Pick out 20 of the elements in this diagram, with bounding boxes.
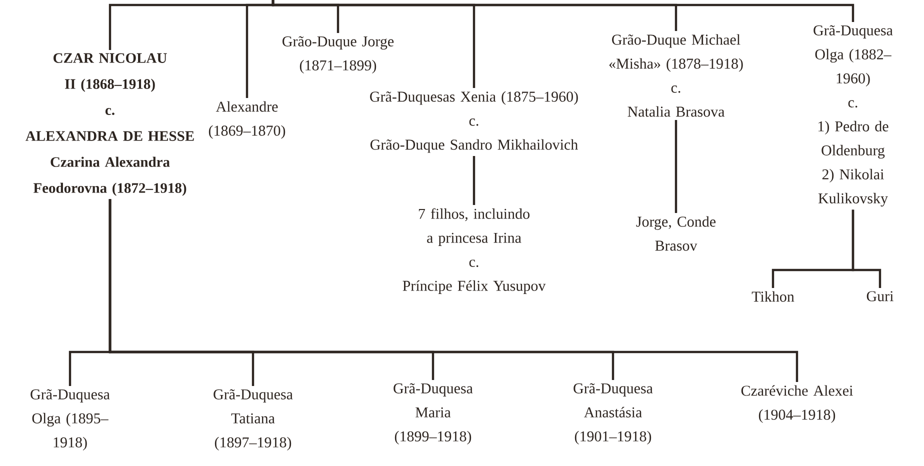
person-label: Grão-Duque Michael «Misha» (1878–1918) c. Natalia Brasova [609, 34, 743, 117]
connector-line [272, 0, 854, 22]
person-label: Grã-Duquesa Tatiana (1897–1918) [214, 389, 293, 450]
connector-line [108, 199, 798, 382]
person-label: Alexandre (1869–1870) [208, 101, 286, 139]
connector-line [852, 210, 882, 288]
person-label: Czaréviche Alexei (1904–1918) [741, 385, 853, 423]
connector-line [472, 156, 476, 205]
person-label: Jorge, Conde Brasov [636, 216, 716, 251]
person-label: Grã-Duquesa Olga (1895–1918) [30, 389, 110, 450]
person-label: Grã-Duquesa Maria (1899–1918) [394, 383, 473, 444]
person-label: Grã-Duquesa Anastásia (1901–1918) [574, 383, 653, 444]
person-label: 7 filhos, incluindo a princesa Irina c. Príncipe Félix Yusupov [402, 208, 546, 294]
person-label: Grão-Duque Jorge (1871–1899) [282, 36, 394, 74]
person-label: Grã-Duquesa Olga (1882–1960) c. 1) Pedro de Oldenburg 2) Nikolai Kulikovsky [814, 25, 893, 207]
person-label: Grã-Duquesas Xenia (1875–1960) c. Grão-Duque Sandro Mikhailovich [370, 91, 578, 153]
connector-line [674, 120, 678, 213]
person-label: Tikhon [752, 291, 794, 302]
person-label: CZAR NICOLAU II (1868–1918) c. ALEXANDRA DE HESSE Czarina Alexandra Feodorovna (1872–1918) [26, 53, 194, 196]
person-label: Guri [866, 291, 894, 302]
